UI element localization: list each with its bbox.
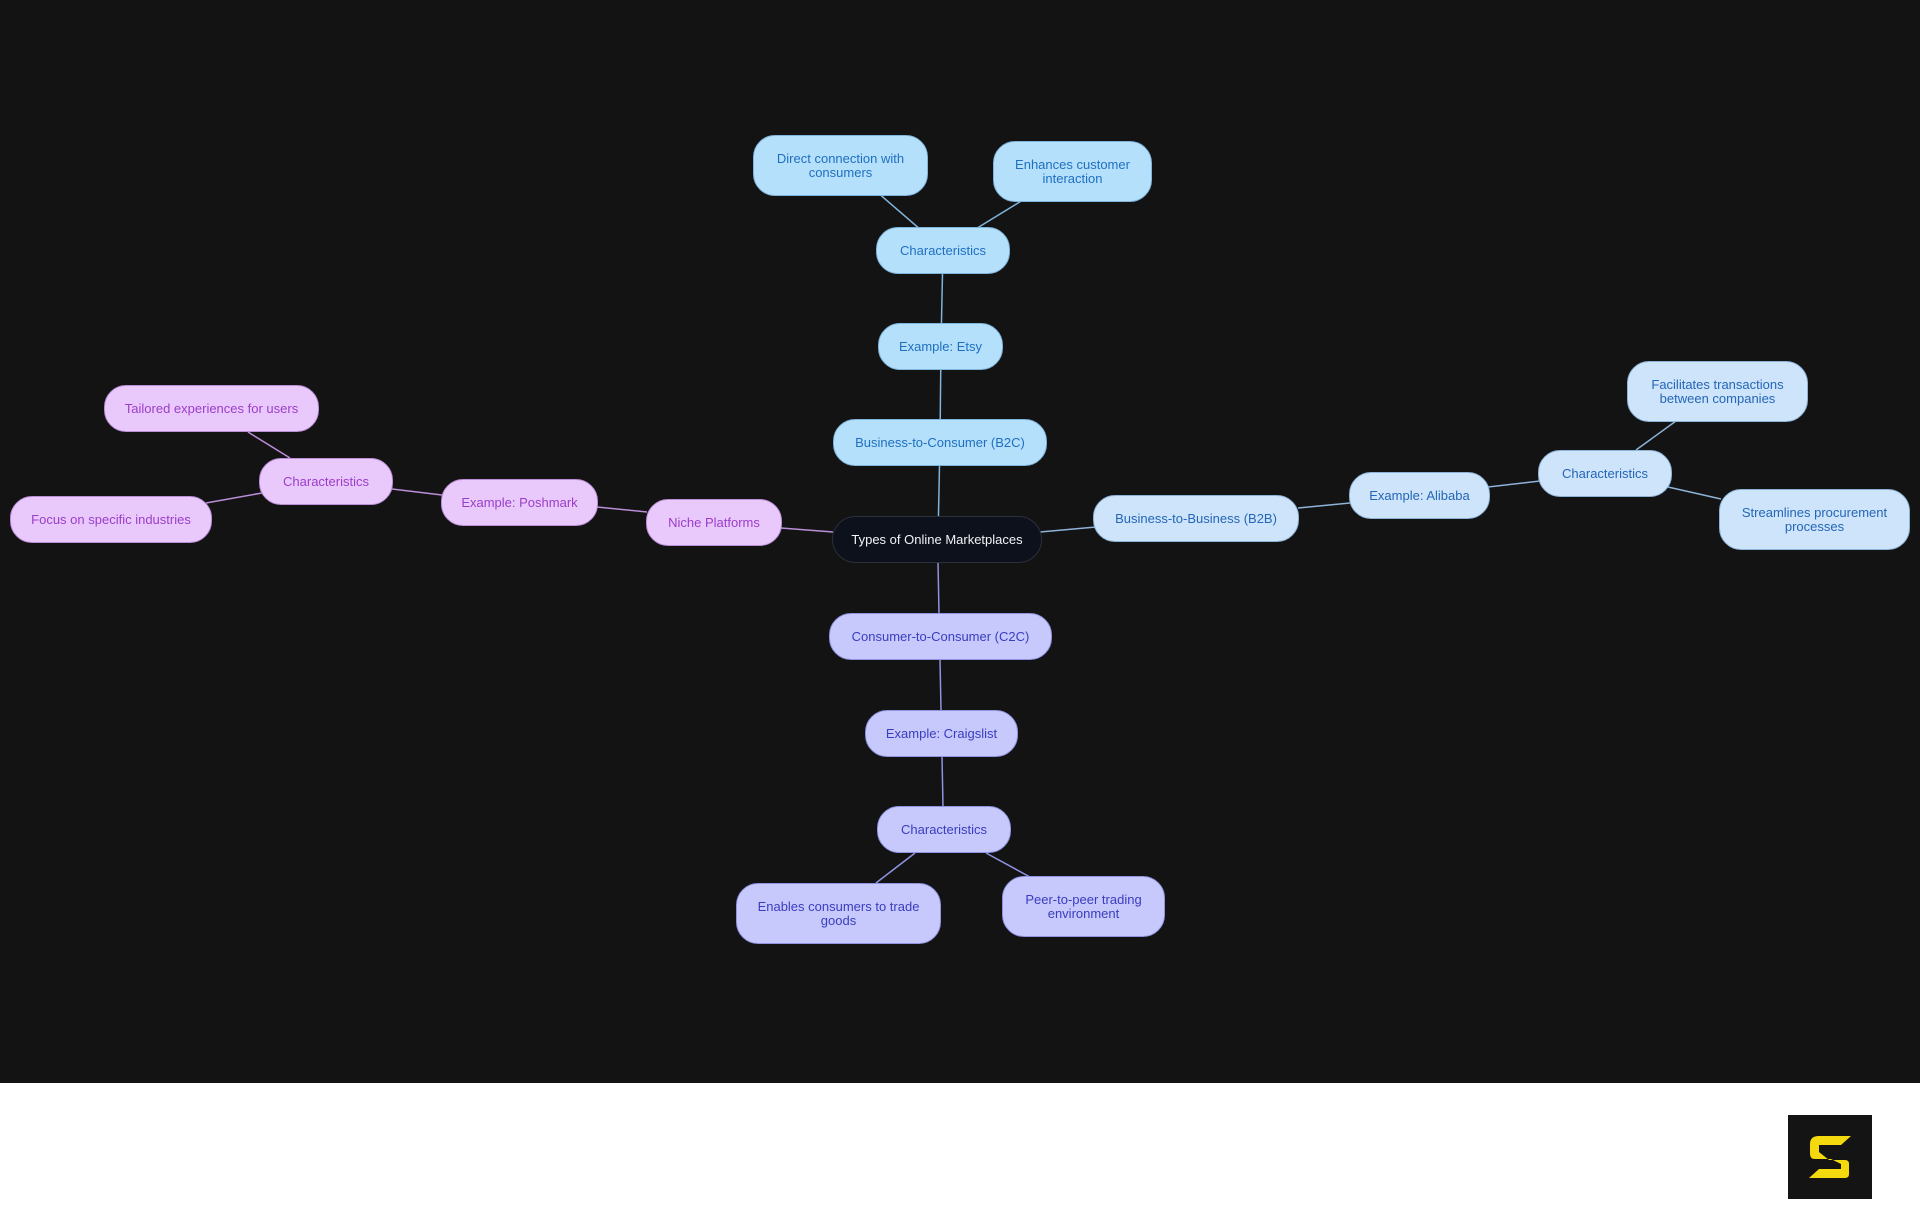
edge-char-streamlines [1667,486,1722,500]
edge-niche-poshmark [596,506,648,513]
edge-char-enables [875,852,916,884]
node-b2b-characteristics[interactable]: Characteristics [1538,450,1672,497]
mindmap-canvas: Types of Online Marketplaces Business-to… [0,0,1920,1083]
node-b2c-characteristics[interactable]: Characteristics [876,227,1010,274]
edge-root-niche [780,527,834,533]
edge-root-b2b [1039,526,1097,533]
node-b2c-char-2[interactable]: Enhances customer interaction [993,141,1152,202]
node-c2c-char-1[interactable]: Enables consumers to trade goods [736,883,941,944]
node-niche-characteristics[interactable]: Characteristics [259,458,393,505]
node-b2c-example[interactable]: Example: Etsy [878,323,1003,370]
node-b2b-char-2[interactable]: Streamlines procurement processes [1719,489,1910,550]
node-b2b-char-1[interactable]: Facilitates transactions between compani… [1627,361,1808,422]
node-c2c-example[interactable]: Example: Craigslist [865,710,1018,757]
edge-c2c-craigslist [939,658,942,712]
edge-craigslist-char [941,755,944,808]
edge-poshmark-char [391,488,443,496]
edge-char-focus [205,492,263,504]
node-c2c[interactable]: Consumer-to-Consumer (C2C) [829,613,1052,660]
footer-area [0,1083,1920,1215]
edge-char-facilitates [1635,420,1677,451]
s-logo-icon[interactable] [1788,1115,1872,1199]
edge-char-peer [985,852,1031,878]
edge-root-c2c [937,561,940,615]
node-niche[interactable]: Niche Platforms [646,499,782,546]
node-niche-char-1[interactable]: Tailored experiences for users [104,385,319,432]
node-b2c-char-1[interactable]: Direct connection with consumers [753,135,928,196]
node-c2c-char-2[interactable]: Peer-to-peer trading environment [1002,876,1165,937]
edge-alibaba-char [1487,480,1541,488]
node-niche-char-2[interactable]: Focus on specific industries [10,496,212,543]
mindmap-edges [205,191,1722,884]
s-logo-glyph [1809,1136,1851,1178]
node-c2c-characteristics[interactable]: Characteristics [877,806,1011,853]
node-b2b[interactable]: Business-to-Business (B2B) [1093,495,1299,542]
node-b2b-example[interactable]: Example: Alibaba [1349,472,1490,519]
edge-char-tailored [247,431,291,459]
node-niche-example[interactable]: Example: Poshmark [441,479,598,526]
edge-b2b-alibaba [1297,502,1351,509]
node-b2c[interactable]: Business-to-Consumer (B2C) [833,419,1047,466]
root-node[interactable]: Types of Online Marketplaces [832,516,1042,563]
